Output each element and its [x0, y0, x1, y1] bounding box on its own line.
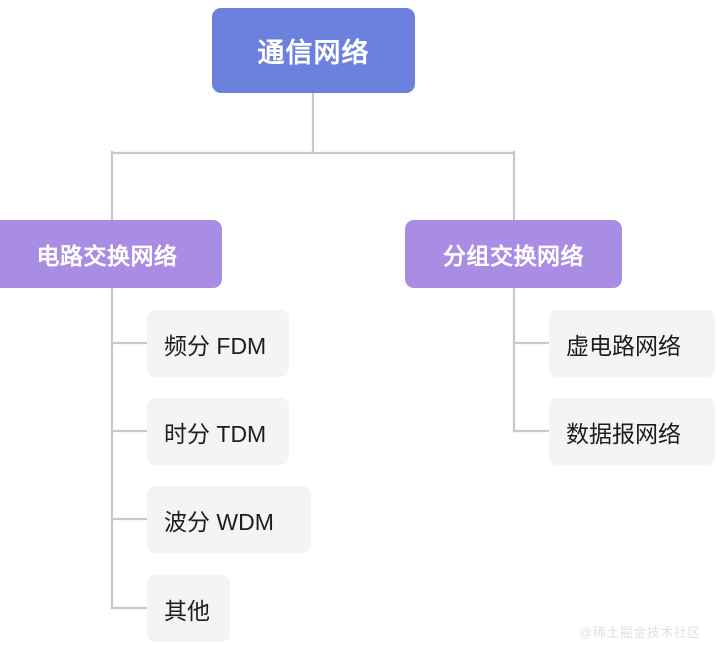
node-leaf-fdm[interactable]: 频分 FDM: [147, 310, 289, 377]
node-leaf-datagram-network[interactable]: 数据报网络: [549, 398, 715, 465]
node-leaf-label: 频分 FDM: [164, 332, 267, 359]
node-branch-label: 电路交换网络: [36, 243, 178, 269]
node-leaf-label: 其他: [164, 597, 210, 624]
node-leaf-label: 时分 TDM: [164, 420, 267, 447]
node-leaf-label: 波分 WDM: [164, 508, 274, 535]
node-branch-packet-switching[interactable]: 分组交换网络: [405, 220, 622, 288]
node-leaf-label: 虚电路网络: [566, 332, 681, 359]
node-root[interactable]: 通信网络: [212, 8, 415, 93]
node-leaf-other[interactable]: 其他: [147, 575, 230, 642]
node-leaf-virtual-circuit-network[interactable]: 虚电路网络: [549, 310, 715, 377]
node-leaf-tdm[interactable]: 时分 TDM: [147, 398, 289, 465]
watermark: @稀土掘金技术社区: [579, 625, 701, 640]
node-branch-label: 分组交换网络: [443, 243, 584, 269]
node-branch-circuit-switching[interactable]: 电路交换网络: [0, 220, 222, 288]
node-root-label: 通信网络: [257, 38, 370, 68]
node-leaf-label: 数据报网络: [566, 420, 681, 447]
node-leaf-wdm[interactable]: 波分 WDM: [147, 486, 311, 553]
